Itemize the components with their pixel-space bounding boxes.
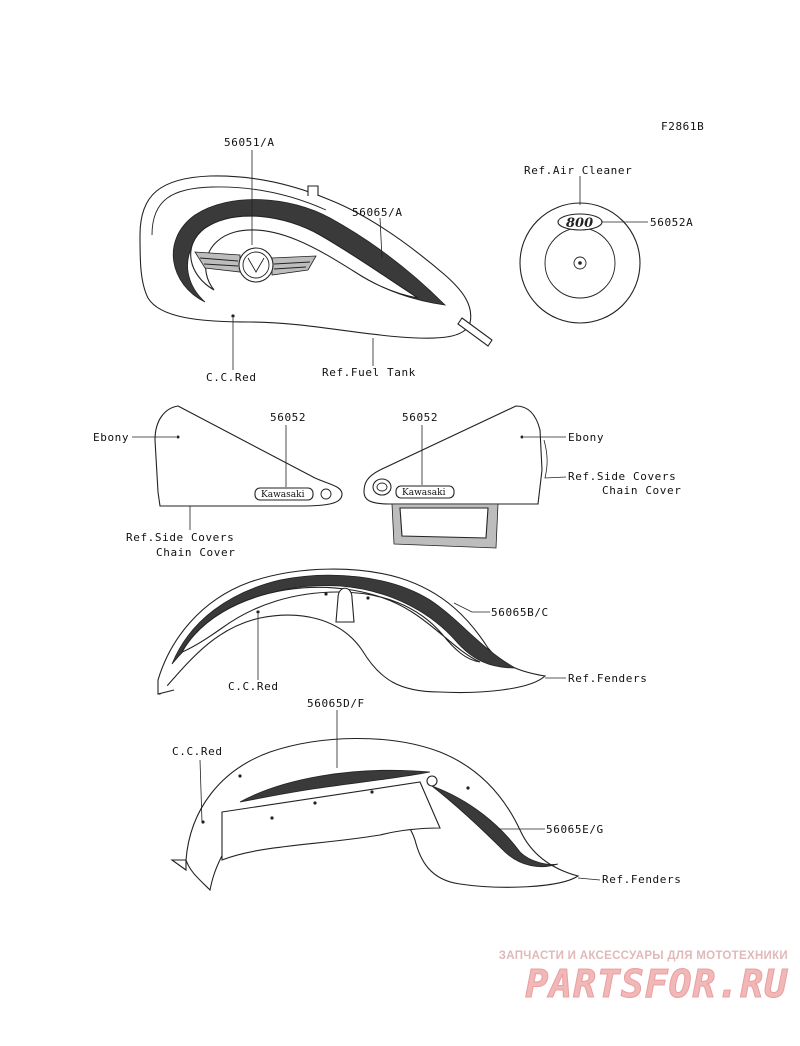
label-tank-ref: Ref.Fuel Tank (322, 366, 416, 379)
right-side-cover: Kawasaki (363, 405, 543, 549)
label-left-cover-ref1: Ref.Side Covers (126, 531, 234, 544)
label-rear-fender-ref: Ref.Fenders (602, 873, 681, 886)
label-right-cover-ref2: Chain Cover (602, 484, 681, 497)
label-air-cleaner-ref: Ref.Air Cleaner (524, 164, 632, 177)
label-rear-fender-stripe-top: 56065D/F (307, 697, 365, 710)
label-right-cover-color: Ebony (568, 431, 604, 444)
label-tank-stripe: 56065/A (352, 206, 403, 219)
fuel-tank (139, 175, 493, 347)
label-front-fender-color: C.C.Red (228, 680, 279, 693)
label-rear-fender-color: C.C.Red (172, 745, 223, 758)
front-fender (157, 568, 547, 696)
right-kawasaki-badge: Kawasaki (402, 488, 446, 498)
label-front-fender-ref: Ref.Fenders (568, 672, 647, 685)
figure-code: F2861B (661, 120, 704, 133)
badge-800-text: 800 (566, 216, 593, 231)
air-cleaner-badge: 800 (557, 213, 603, 231)
label-right-cover-part: 56052 (402, 411, 438, 424)
label-left-cover-part: 56052 (270, 411, 306, 424)
label-front-fender-stripe: 56065B/C (491, 606, 549, 619)
label-right-cover-ref1: Ref.Side Covers (568, 470, 676, 483)
tank-emblem (194, 247, 317, 283)
label-rear-fender-stripe-side: 56065E/G (546, 823, 604, 836)
label-tank-emblem: 56051/A (224, 136, 275, 149)
label-tank-color: C.C.Red (206, 371, 257, 384)
watermark-logo: PARTSFOR.RU (525, 962, 788, 1007)
left-side-cover: Kawasaki (154, 405, 343, 507)
label-left-cover-ref2: Chain Cover (156, 546, 235, 559)
watermark: ЗАПЧАСТИ И АКСЕССУАРЫ ДЛЯ МОТОТЕХНИКИ PA… (488, 950, 788, 1007)
watermark-tagline: ЗАПЧАСТИ И АКСЕССУАРЫ ДЛЯ МОТОТЕХНИКИ (498, 950, 788, 962)
left-kawasaki-badge: Kawasaki (261, 490, 305, 500)
air-cleaner-cover: 800 (519, 202, 641, 324)
label-air-cleaner-decal: 56052A (650, 216, 693, 229)
rear-fender (170, 737, 580, 892)
label-left-cover-color: Ebony (93, 431, 129, 444)
